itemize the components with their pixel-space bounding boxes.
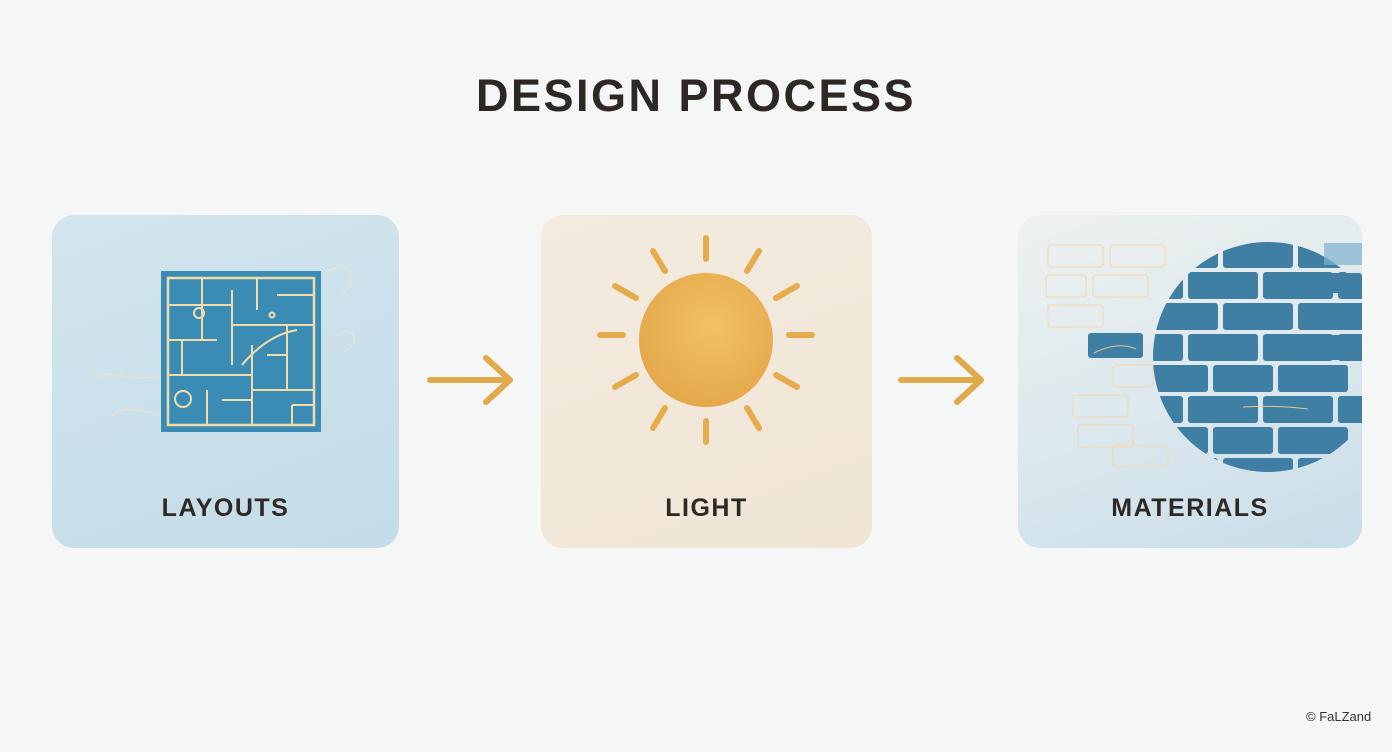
floor-plan-icon	[89, 266, 355, 432]
brick-wall-icon	[1045, 242, 1362, 472]
watermark: © FaLZand	[1306, 709, 1372, 724]
page-title: DESIGN PROCESS	[475, 70, 917, 121]
step-label-layouts: LAYOUTS	[161, 494, 290, 522]
arrow-right-icon	[427, 355, 513, 405]
step-card-materials: MATERIALS	[1018, 215, 1362, 548]
step-label-light: LIGHT	[665, 494, 748, 522]
sun-icon	[597, 235, 815, 445]
step-label-materials: MATERIALS	[1111, 494, 1269, 522]
step-card-light: LIGHT	[541, 215, 872, 548]
step-card-layouts: LAYOUTS	[52, 215, 399, 548]
arrow-right-icon	[898, 355, 984, 405]
